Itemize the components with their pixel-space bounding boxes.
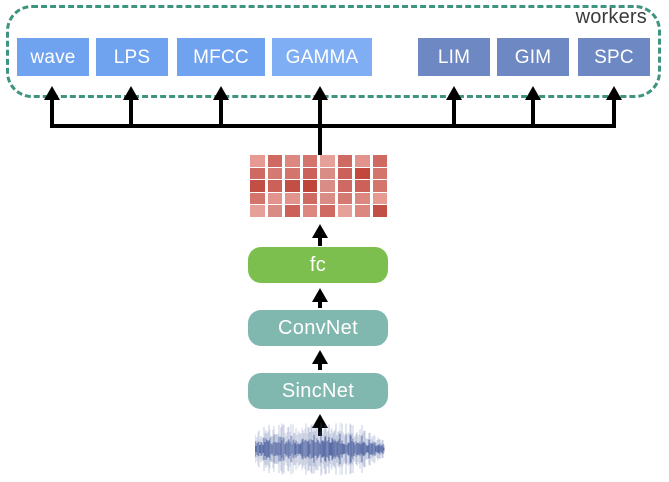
heatmap-cell	[320, 167, 335, 180]
arrow-up-icon	[312, 86, 328, 100]
heatmap-cell	[267, 205, 282, 217]
heatmap-cell	[302, 155, 317, 167]
heatmap-cell	[302, 192, 317, 205]
heatmap-cell	[355, 180, 370, 192]
arrow-waveform-to-sincnet	[312, 414, 328, 428]
heatmap-cell	[302, 167, 317, 180]
bus-riser	[531, 100, 535, 128]
arrow-sincnet-to-convnet	[312, 350, 328, 364]
heatmap-cell	[337, 155, 352, 167]
heatmap-cell	[285, 180, 300, 192]
convnet-block-label: ConvNet	[278, 316, 358, 339]
input-waveform	[254, 420, 385, 478]
worker-box-label: LIM	[437, 46, 471, 68]
worker-box-mfcc[interactable]: MFCC	[177, 38, 265, 76]
sincnet-block[interactable]: SincNet	[248, 373, 388, 409]
heatmap-cell	[250, 155, 265, 167]
arrow-fc-to-heatmap-shaft	[318, 236, 322, 246]
heatmap-cell	[285, 167, 300, 180]
worker-box-label: MFCC	[193, 46, 249, 68]
heatmap-cell	[250, 205, 265, 217]
worker-box-gim[interactable]: GIM	[497, 38, 569, 76]
heatmap-cell	[267, 180, 282, 192]
convnet-block[interactable]: ConvNet	[248, 310, 388, 346]
heatmap-cell	[302, 180, 317, 192]
arrow-up-icon	[44, 86, 60, 100]
arrow-fc-to-heatmap	[312, 224, 328, 238]
arrow-up-icon	[446, 86, 462, 100]
arrow-convnet-to-fc	[312, 288, 328, 302]
heatmap-cell	[355, 192, 370, 205]
arrow-up-icon	[213, 86, 229, 100]
worker-box-spc[interactable]: SPC	[578, 38, 650, 76]
arrow-convnet-to-fc-shaft	[318, 300, 322, 308]
heatmap-cell	[267, 155, 282, 167]
bus-horizontal-line	[50, 124, 616, 128]
heatmap-cell	[320, 205, 335, 217]
fc-block-label: fc	[309, 253, 327, 276]
heatmap-cell	[372, 167, 387, 180]
workers-label: workers	[575, 6, 647, 28]
arrow-up-icon	[606, 86, 622, 100]
heatmap-cell	[337, 180, 352, 192]
heatmap-cell	[372, 192, 387, 205]
heatmap-cell	[250, 192, 265, 205]
worker-box-label: GIM	[514, 46, 552, 68]
worker-box-lim[interactable]: LIM	[418, 38, 490, 76]
fc-block[interactable]: fc	[248, 247, 388, 283]
heatmap-cell	[285, 192, 300, 205]
bus-center-trunk	[318, 124, 322, 155]
worker-box-lps[interactable]: LPS	[96, 38, 168, 76]
heatmap-cell	[250, 180, 265, 192]
heatmap-cell	[355, 167, 370, 180]
heatmap-cell	[320, 192, 335, 205]
bus-riser	[219, 100, 223, 128]
worker-box-label: GAMMA	[285, 46, 359, 68]
heatmap-cell	[267, 167, 282, 180]
arrow-up-icon	[525, 86, 541, 100]
worker-box-gamma[interactable]: GAMMA	[272, 38, 372, 76]
heatmap-cell	[337, 192, 352, 205]
heatmap-cell	[355, 205, 370, 217]
heatmap-cell	[302, 205, 317, 217]
worker-box-wave[interactable]: wave	[17, 38, 89, 76]
waveform-icon	[254, 422, 385, 476]
arrow-waveform-to-sincnet-shaft	[318, 426, 322, 436]
feature-heatmap	[250, 155, 387, 217]
bus-riser	[612, 100, 616, 128]
heatmap-cell	[267, 192, 282, 205]
heatmap-cell	[285, 205, 300, 217]
worker-box-label: wave	[30, 46, 76, 68]
heatmap-cell	[320, 180, 335, 192]
sincnet-block-label: SincNet	[281, 379, 355, 402]
heatmap-cell	[250, 167, 265, 180]
arrow-sincnet-to-convnet-shaft	[318, 362, 322, 370]
heatmap-cell	[337, 167, 352, 180]
bus-riser	[452, 100, 456, 128]
heatmap-cell	[337, 205, 352, 217]
heatmap-cell	[355, 155, 370, 167]
worker-box-label: SPC	[594, 46, 634, 68]
bus-riser	[50, 100, 54, 128]
heatmap-cell	[320, 155, 335, 167]
bus-riser	[318, 100, 322, 128]
heatmap-cell	[372, 155, 387, 167]
arrow-up-icon	[123, 86, 139, 100]
bus-riser	[129, 100, 133, 128]
heatmap-cell	[285, 155, 300, 167]
worker-box-label: LPS	[113, 46, 151, 68]
heatmap-cell	[372, 180, 387, 192]
heatmap-cell	[372, 205, 387, 217]
workers-group-container	[6, 5, 661, 98]
